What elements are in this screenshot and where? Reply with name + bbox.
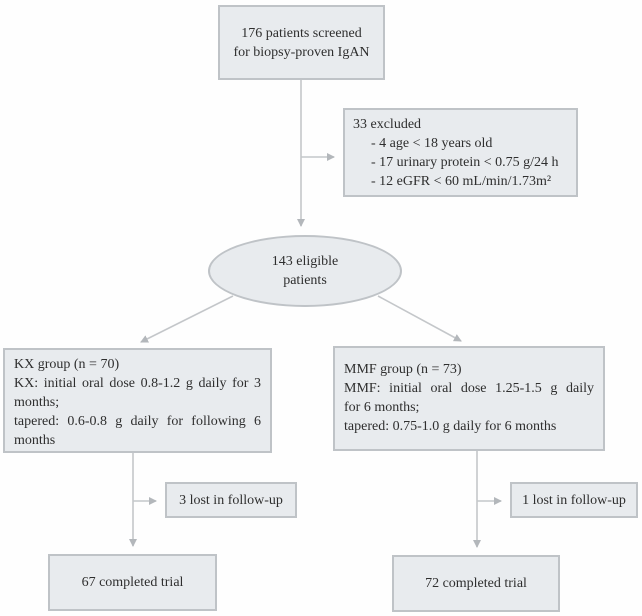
mmf-group-dose-line: MMF: initial oral dose 1.25-1.5 g daily	[344, 381, 594, 396]
excluded-item: - 12 eGFR < 60 mL/min/1.73m²	[371, 174, 552, 189]
excluded-item: - 4 age < 18 years old	[371, 136, 493, 151]
kx-group-dose-line: months;	[14, 395, 60, 410]
arrow-eligible-to-mmf	[377, 295, 462, 342]
arrow-eligible-to-kx	[140, 295, 234, 343]
completed-kx-text: 67 completed trial	[81, 575, 184, 590]
eligible-text: 143 eligible patients	[271, 254, 339, 288]
kx-group-dose-line: KX: initial oral dose 0.8-1.2 g daily fo…	[14, 376, 261, 391]
screened-box: 176 patients screened for biopsy-proven …	[218, 5, 385, 80]
kx-group-taper-line: tapered: 0.6-0.8 g daily for following 6	[14, 414, 261, 429]
completed-mmf-box: 72 completed trial	[392, 555, 560, 612]
excluded-box: 33 excluded - 4 age < 18 years old - 17 …	[343, 108, 578, 197]
mmf-group-taper-line: tapered: 0.75-1.0 g daily for 6 months	[344, 419, 557, 434]
lost-followup-kx-box: 3 lost in follow-up	[165, 482, 297, 518]
lost-followup-kx-text: 3 lost in follow-up	[179, 492, 283, 508]
kx-group-taper-line: months	[14, 433, 56, 448]
lost-followup-mmf-box: 1 lost in follow-up	[510, 482, 638, 518]
eligible-ellipse: 143 eligible patients	[208, 235, 402, 307]
excluded-item: - 17 urinary protein < 0.75 g/24 h	[371, 155, 559, 170]
kx-group-title: KX group (n = 70)	[14, 357, 120, 372]
completed-kx-box: 67 completed trial	[48, 554, 217, 611]
screened-text: 176 patients screened for biopsy-proven …	[233, 25, 370, 60]
kx-group-box: KX group (n = 70) KX: initial oral dose …	[3, 348, 272, 453]
mmf-group-title: MMF group (n = 73)	[344, 362, 462, 377]
lost-followup-mmf-text: 1 lost in follow-up	[522, 492, 626, 508]
excluded-title: 33 excluded	[353, 117, 422, 132]
mmf-group-dose-line: for 6 months;	[344, 400, 420, 415]
completed-mmf-text: 72 completed trial	[425, 576, 527, 591]
mmf-group-box: MMF group (n = 73) MMF: initial oral dos…	[333, 346, 605, 451]
excluded-items: - 4 age < 18 years old - 17 urinary prot…	[353, 134, 568, 191]
